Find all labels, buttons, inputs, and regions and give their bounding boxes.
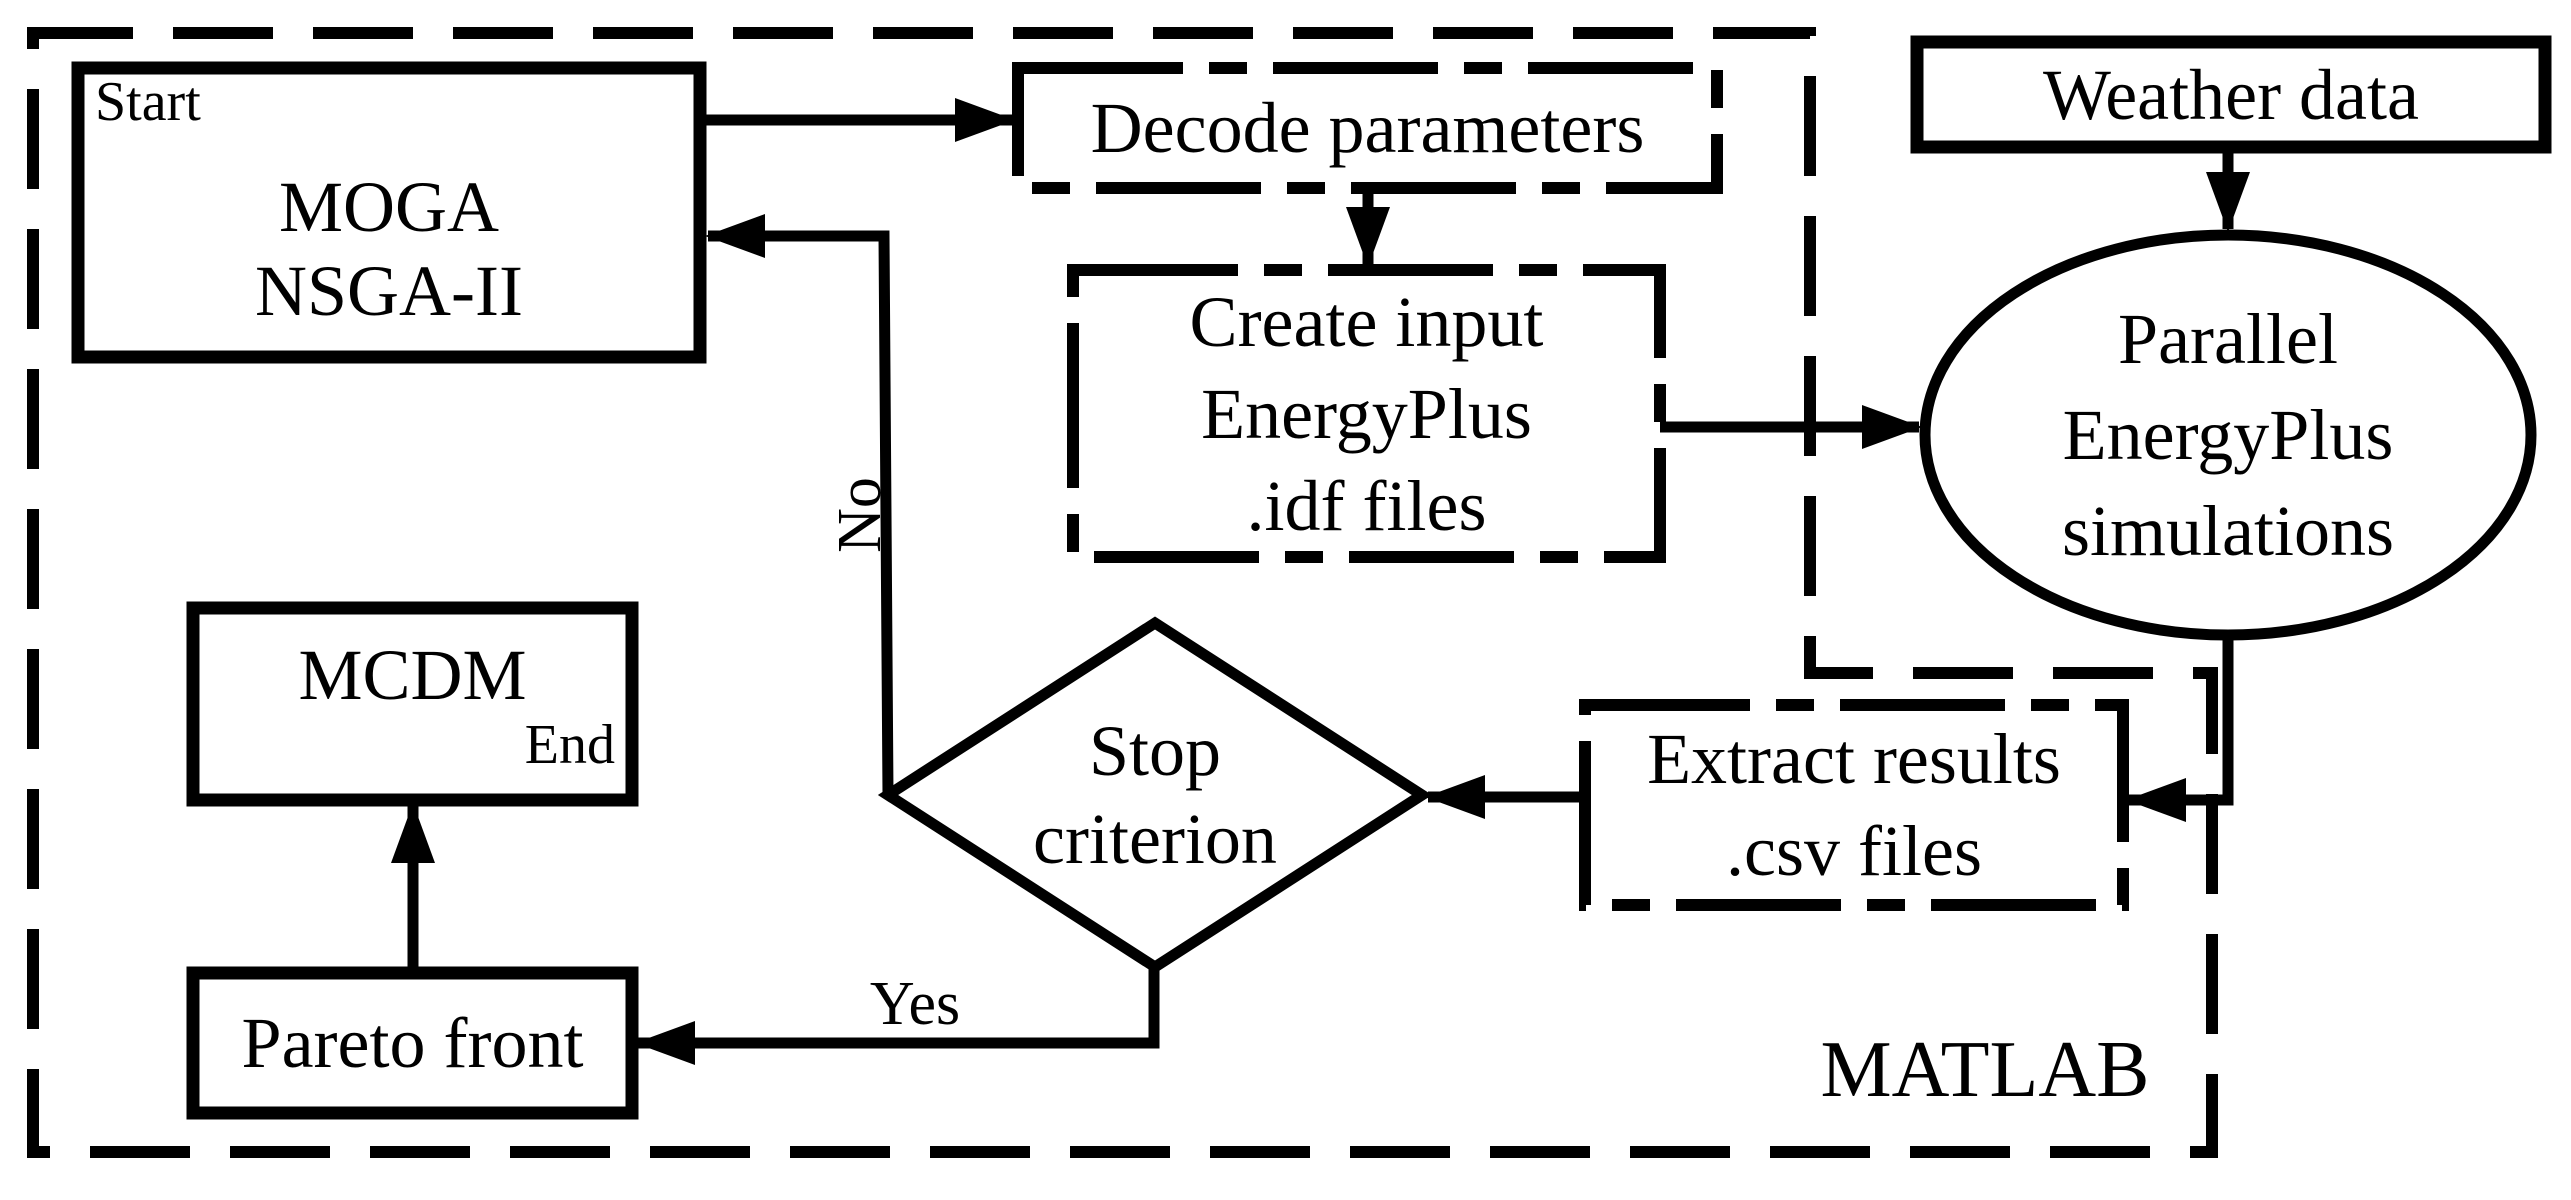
parallel-line-1: Parallel — [2118, 299, 2338, 379]
mcdm-box — [186, 601, 639, 807]
weather-line-1: Weather data — [2043, 54, 2419, 135]
start-moga-box — [71, 61, 707, 364]
extract-line-1: Extract results — [1647, 719, 2061, 799]
weather-data-label: Weather data — [1917, 42, 2545, 147]
create-input-box — [1067, 264, 1666, 563]
arrow-no-loop-to-moga — [705, 214, 894, 796]
create-input-label: Create input EnergyPlus .idf files — [1073, 270, 1660, 557]
create-line-2: EnergyPlus — [1201, 373, 1532, 454]
stop-line-2: criterion — [1033, 799, 1277, 879]
start-tag: Start — [95, 71, 201, 133]
create-line-1: Create input — [1189, 281, 1544, 362]
extract-results-label: Extract results .csv files — [1585, 705, 2123, 905]
arrow-ellipse-to-extract — [2126, 635, 2234, 822]
matlab-boundary — [27, 27, 2218, 1158]
extract-results-box — [1579, 699, 2129, 911]
arrow-yes-to-pareto — [635, 967, 1160, 1065]
moga-line-2: NSGA-II — [255, 250, 523, 331]
stop-criterion-label: Stop criterion — [888, 660, 1422, 930]
matlab-label: MATLAB — [1820, 1026, 2150, 1114]
parallel-simulations-label: Parallel EnergyPlus simulations — [1925, 245, 2531, 625]
pareto-front-label: Pareto front — [193, 973, 632, 1113]
decode-line-1: Decode parameters — [1090, 88, 1645, 168]
extract-line-2: .csv files — [1726, 811, 1982, 891]
create-line-3: .idf files — [1246, 465, 1487, 546]
parallel-line-3: simulations — [2061, 491, 2394, 571]
pareto-line-1: Pareto front — [241, 1003, 584, 1083]
no-edge-label: No — [826, 477, 894, 553]
stop-line-1: Stop — [1088, 711, 1222, 791]
end-tag: End — [524, 714, 615, 776]
yes-edge-label: Yes — [869, 970, 961, 1038]
moga-label: MOGA NSGA-II — [78, 140, 700, 357]
moga-line-1: MOGA — [278, 166, 499, 247]
decode-parameters-label: Decode parameters — [1018, 68, 1717, 188]
parallel-line-2: EnergyPlus — [2062, 395, 2394, 475]
mcdm-label: MCDM — [298, 635, 527, 715]
